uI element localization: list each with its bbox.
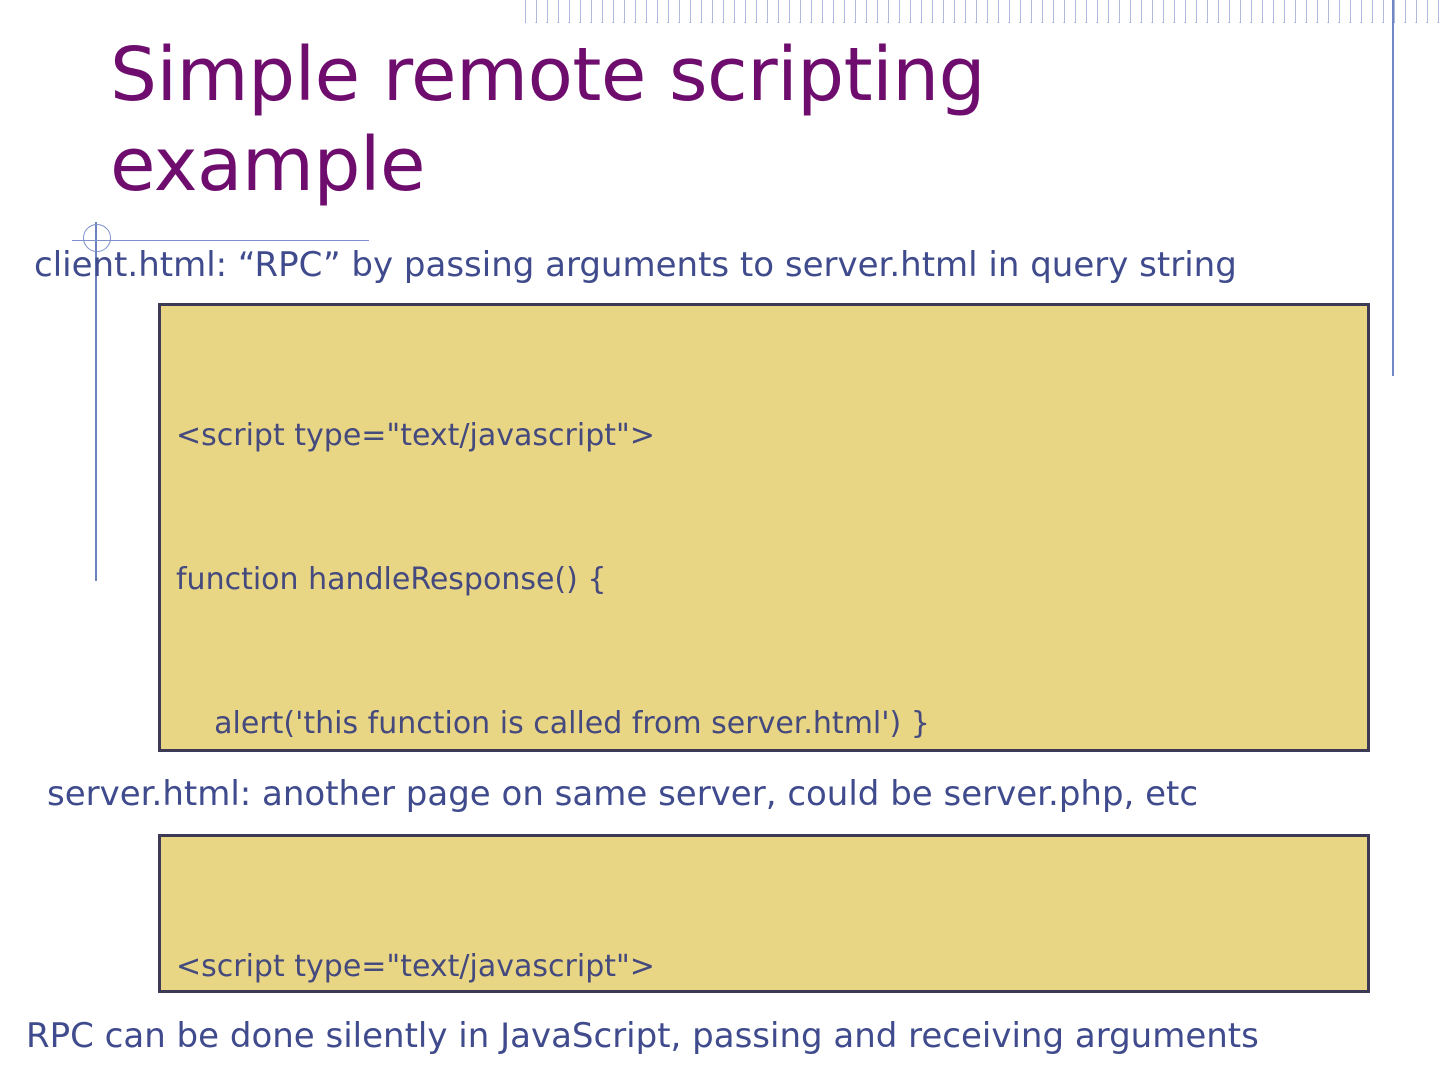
code-line: alert('this function is called from serv… (176, 706, 930, 741)
client-code-block: <script type="text/javascript"> function… (158, 303, 1370, 752)
code-line: <script type="text/javascript"> (176, 949, 655, 984)
code-line: function handleResponse() { (176, 562, 607, 597)
server-code-block: <script type="text/javascript"> window.p… (158, 834, 1370, 993)
decorative-circle-icon (83, 224, 111, 252)
page-title: Simple remote scripting example (110, 32, 986, 209)
code-line: <script type="text/javascript"> (176, 418, 655, 453)
server-caption-text: server.html: another page on same server… (47, 774, 1199, 814)
closing-statement-text: RPC can be done silently in JavaScript, … (26, 1016, 1259, 1056)
decorative-horizontal-rule (72, 240, 369, 241)
decorative-hatch-band-icon (525, 0, 1440, 23)
decorative-vertical-rule-left (95, 222, 97, 581)
decorative-vertical-rule-right (1392, 0, 1394, 376)
client-caption-text: client.html: “RPC” by passing arguments … (34, 245, 1237, 285)
